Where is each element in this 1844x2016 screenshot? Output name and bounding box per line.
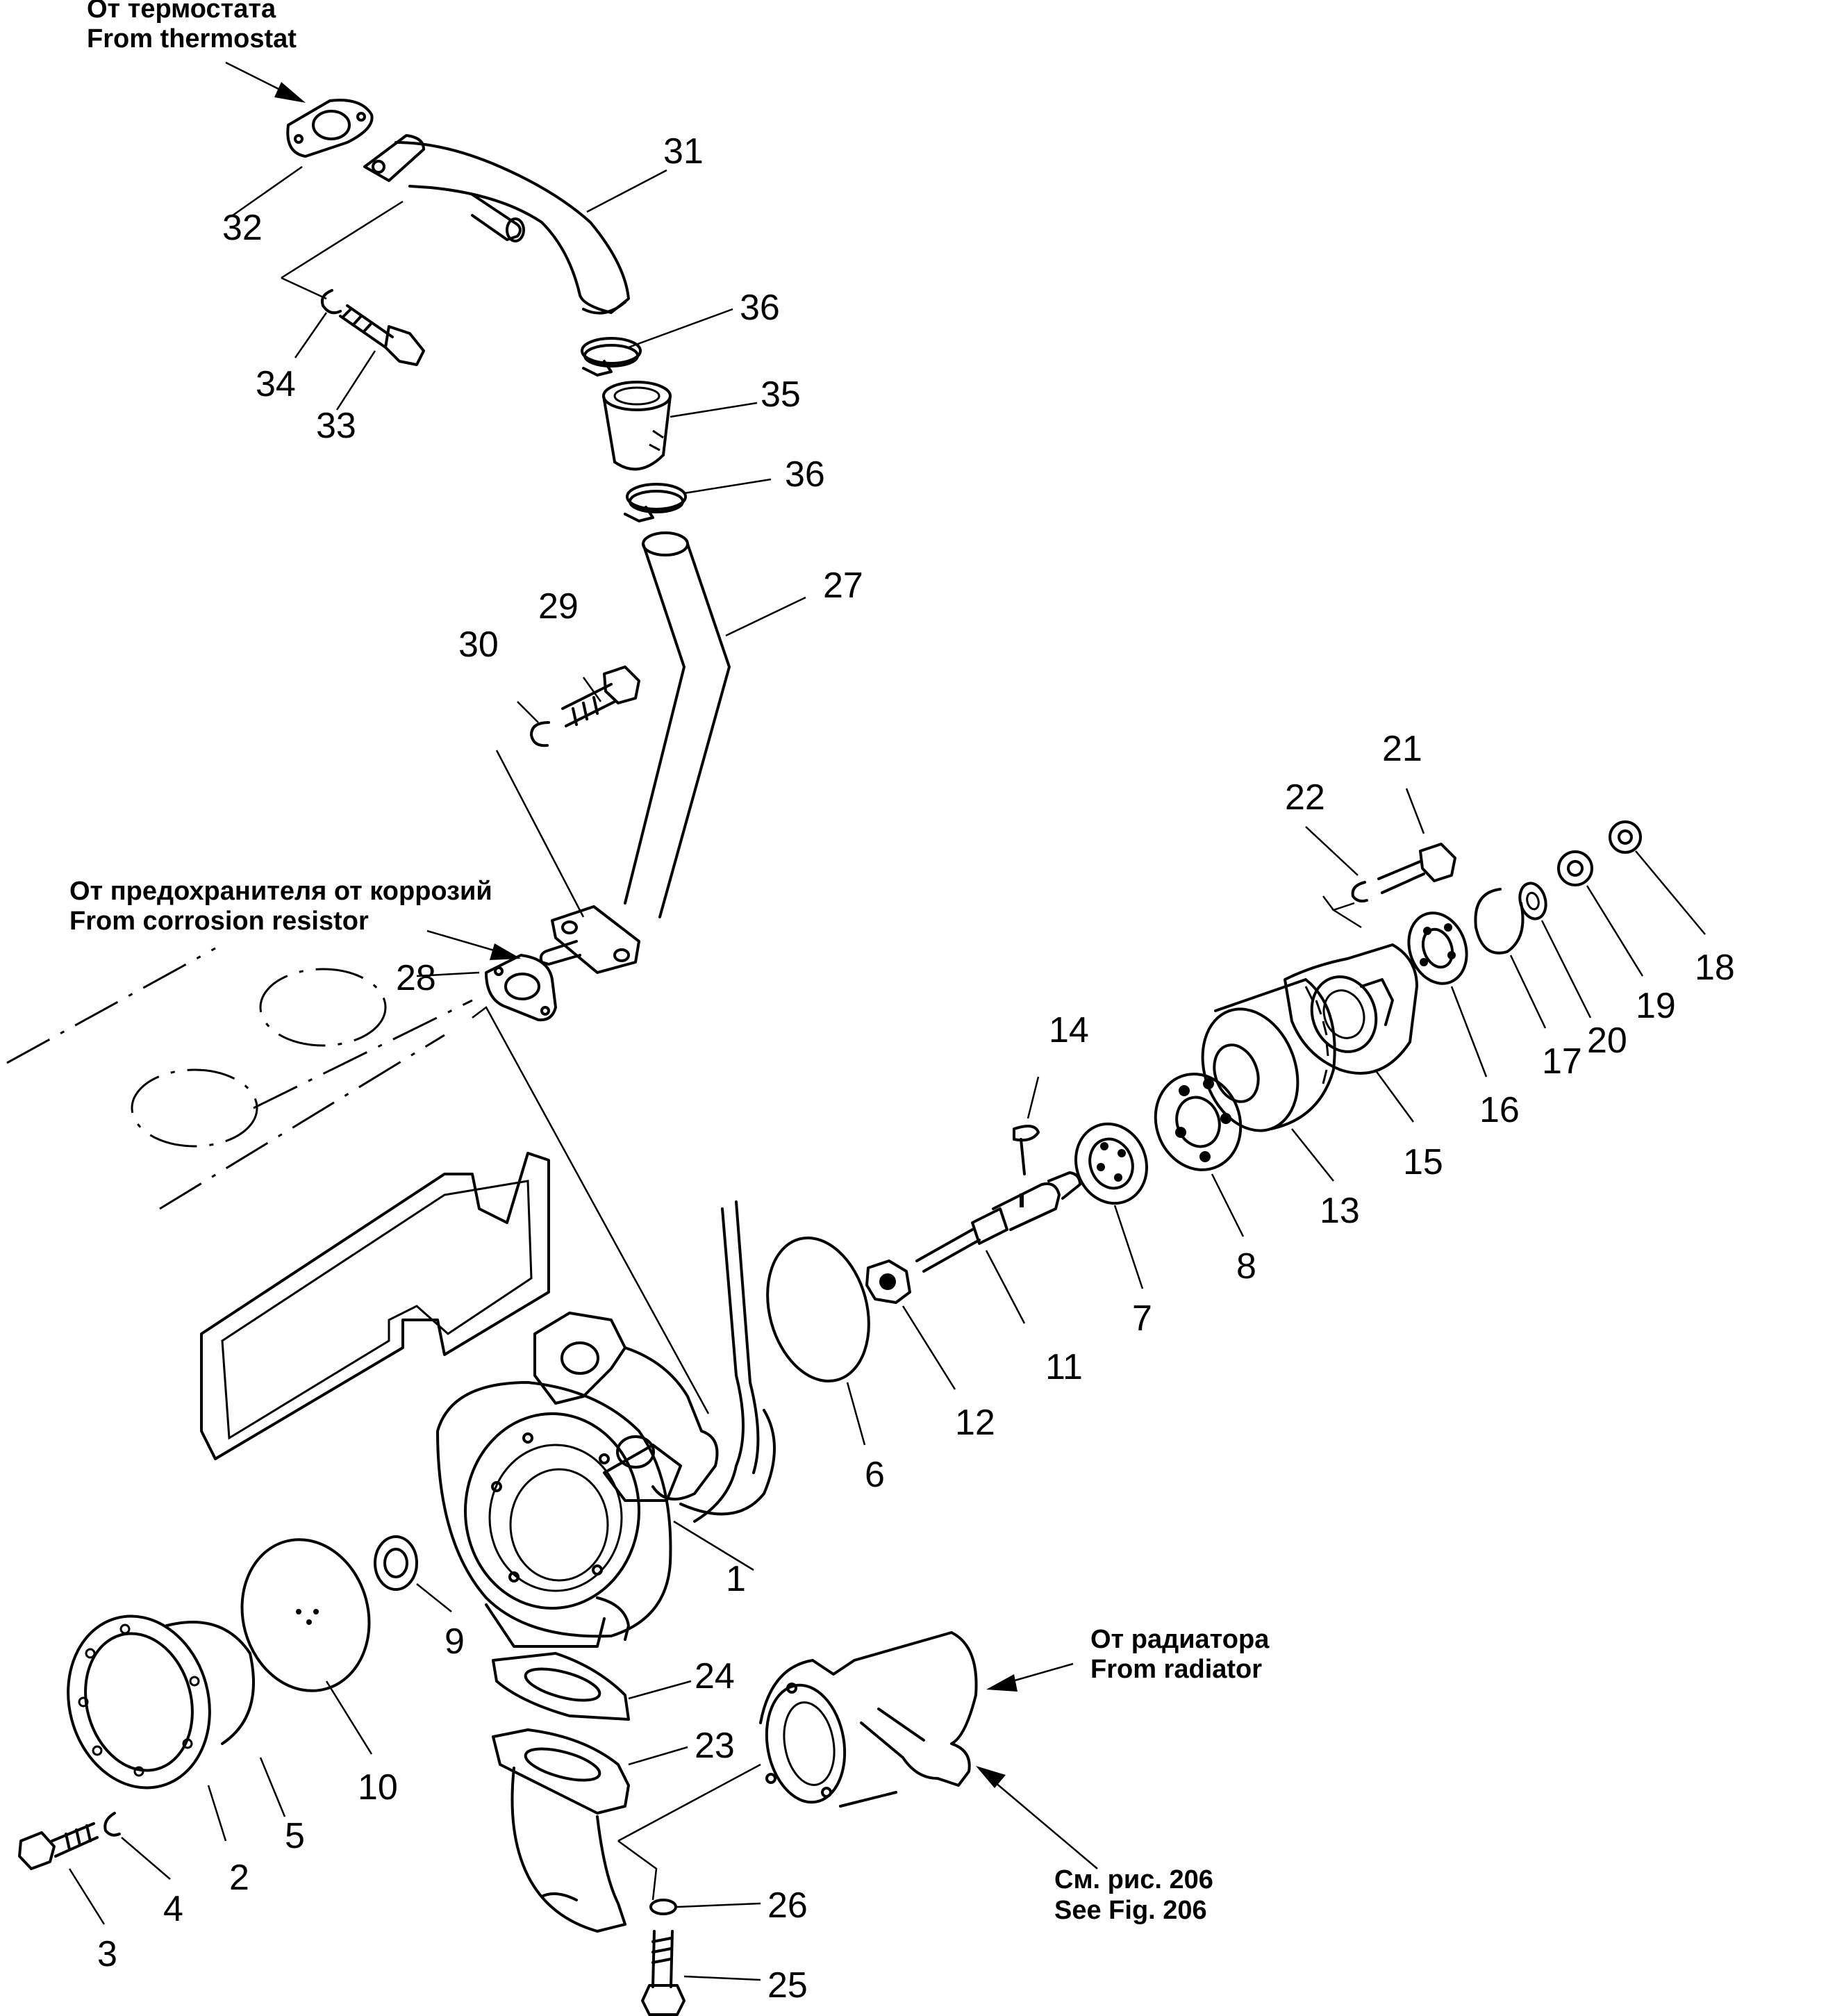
callout-9: 9 xyxy=(445,1621,465,1662)
callout-23: 23 xyxy=(695,1726,735,1766)
callout-22: 22 xyxy=(1285,777,1325,818)
hose-35 xyxy=(602,381,672,471)
washer-22 xyxy=(1351,881,1368,903)
callout-34: 34 xyxy=(256,364,296,404)
note-thermostat-ru: От термостата xyxy=(87,0,276,24)
washer-20 xyxy=(1518,882,1547,920)
callout-19: 19 xyxy=(1636,986,1676,1026)
callout-36-upper: 36 xyxy=(740,288,780,328)
bearing-housing-15 xyxy=(1284,943,1418,1075)
nut-12 xyxy=(865,1259,911,1304)
bearing-8 xyxy=(1154,1073,1243,1171)
pulley-13 xyxy=(1201,978,1336,1132)
callout-15: 15 xyxy=(1403,1142,1443,1182)
elbow-23 xyxy=(492,1728,630,1933)
bearing-7 xyxy=(1074,1122,1149,1205)
washer-4 xyxy=(103,1812,121,1837)
bolt-33 xyxy=(339,304,425,366)
hose-clamp-36-upper xyxy=(581,337,642,377)
callout-4: 4 xyxy=(163,1889,183,1929)
callout-18: 18 xyxy=(1695,948,1735,988)
callout-8: 8 xyxy=(1236,1246,1256,1287)
washer-34 xyxy=(320,289,342,315)
callout-3: 3 xyxy=(97,1934,117,1974)
note-radiator-en: From radiator xyxy=(1090,1655,1262,1684)
o-ring-6 xyxy=(766,1236,870,1383)
lower-pipe-27 xyxy=(539,531,731,974)
o-ring-5 xyxy=(165,1621,255,1745)
bearing-16 xyxy=(1407,911,1468,985)
callout-7: 7 xyxy=(1132,1298,1152,1339)
callout-25: 25 xyxy=(767,1965,808,2006)
callout-26: 26 xyxy=(767,1885,808,1926)
washer-30 xyxy=(530,721,550,747)
lock-washer-19 xyxy=(1557,850,1593,886)
key-14 xyxy=(1013,1125,1040,1142)
callout-1: 1 xyxy=(726,1559,746,1599)
upper-pipe-31 xyxy=(363,134,630,315)
bolt-29 xyxy=(561,666,640,727)
gasket-28 xyxy=(485,954,557,1022)
note-radiator-ru: От радиатора xyxy=(1090,1625,1270,1654)
callout-16: 16 xyxy=(1479,1090,1520,1130)
callout-27: 27 xyxy=(823,565,863,606)
callout-2: 2 xyxy=(229,1858,249,1898)
hose-clamp-36-lower xyxy=(624,483,687,522)
callout-6: 6 xyxy=(865,1455,885,1495)
shaft-11 xyxy=(915,1138,1081,1273)
leader-lines xyxy=(68,165,1706,1981)
callout-10: 10 xyxy=(358,1767,398,1808)
callout-17: 17 xyxy=(1542,1041,1582,1082)
callout-24: 24 xyxy=(695,1656,735,1696)
callout-13: 13 xyxy=(1320,1191,1360,1231)
note-see-fig-en: See Fig. 206 xyxy=(1054,1896,1207,1925)
nut-18 xyxy=(1609,820,1642,854)
engine-block-outline xyxy=(6,947,473,1210)
callout-21: 21 xyxy=(1382,729,1422,769)
part-number-callouts: 1 2 3 4 5 6 7 8 9 10 11 12 13 14 15 16 1… xyxy=(97,131,1735,2006)
gasket-32 xyxy=(286,99,374,158)
callout-11: 11 xyxy=(1045,1347,1083,1387)
callout-20: 20 xyxy=(1587,1021,1627,1061)
note-corrosion-en: From corrosion resistor xyxy=(69,907,369,936)
note-thermostat-en: From thermostat xyxy=(87,24,297,53)
callout-31: 31 xyxy=(663,131,704,172)
bolt-25 xyxy=(641,1930,686,2016)
callout-30: 30 xyxy=(458,625,499,665)
bolt-21 xyxy=(1377,843,1456,894)
callout-14: 14 xyxy=(1049,1010,1089,1050)
gasket-24 xyxy=(492,1652,630,1721)
callout-35: 35 xyxy=(761,374,801,415)
pump-body-1 xyxy=(436,1200,776,1648)
callout-12: 12 xyxy=(955,1403,995,1443)
radiator-inlet-elbow xyxy=(759,1631,978,1808)
callout-5: 5 xyxy=(285,1816,305,1856)
flow-arrows xyxy=(225,61,1098,1869)
bolt-3 xyxy=(18,1822,99,1870)
callout-36-lower: 36 xyxy=(785,454,825,495)
note-see-fig-ru: См. рис. 206 xyxy=(1054,1865,1213,1894)
note-corrosion-ru: От предохранителя от коррозий xyxy=(69,877,492,906)
callout-33: 33 xyxy=(316,406,356,446)
washer-26 xyxy=(649,1899,677,1915)
callout-29: 29 xyxy=(538,586,579,627)
block-gasket-plate xyxy=(200,1152,550,1460)
cover-plate-2 xyxy=(67,1614,211,1790)
callout-32: 32 xyxy=(222,208,263,248)
seal-9 xyxy=(374,1535,418,1591)
impeller-10 xyxy=(240,1538,371,1692)
snap-ring-17 xyxy=(1474,888,1525,955)
callout-28: 28 xyxy=(396,958,436,998)
